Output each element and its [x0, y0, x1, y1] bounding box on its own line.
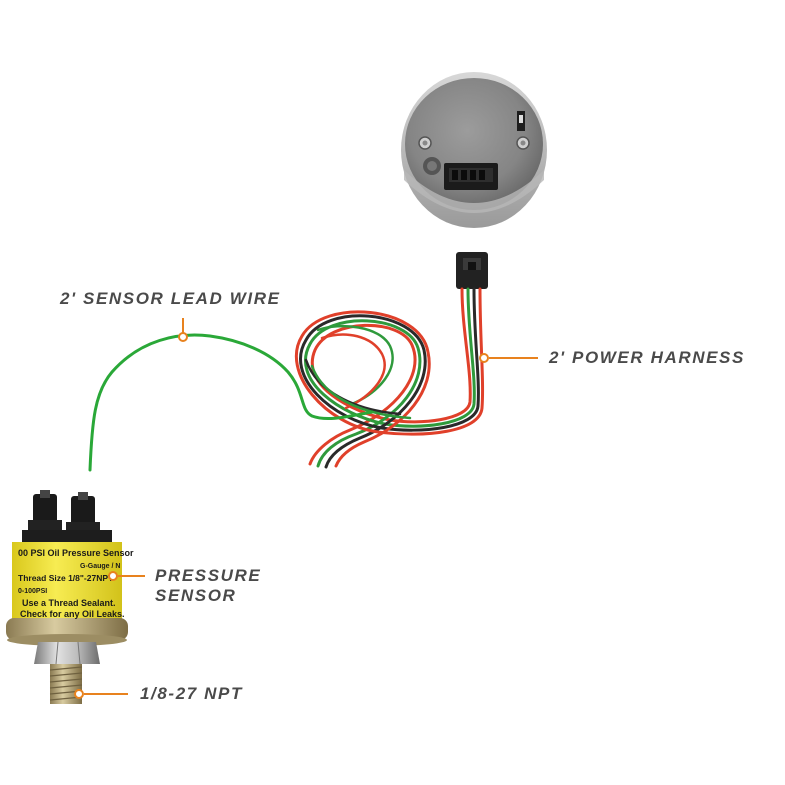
- sensor-label-line5: Use a Thread Sealant.: [22, 598, 116, 608]
- sensor-label-line6: Check for any Oil Leaks.: [20, 609, 125, 619]
- power-harness: [294, 287, 485, 469]
- gauge-back: [401, 72, 547, 228]
- callout-thread: 1/8-27 NPT: [140, 684, 243, 703]
- sensor-label-line3: Thread Size 1/8"-27NPT: [18, 573, 114, 583]
- pressure-sensor: 00 PSI Oil Pressure Sensor G-Gauge / N T…: [6, 490, 134, 704]
- sensor-label-line2: G-Gauge / N: [80, 563, 120, 570]
- sensor-label-line1: 00 PSI Oil Pressure Sensor: [18, 548, 134, 558]
- sensor-label-line4: 0-100PSI: [18, 588, 47, 595]
- callout-power-harness: 2' POWER HARNESS: [549, 348, 745, 367]
- harness-connector: [456, 252, 488, 289]
- callout-sensor-lead-wire: 2' SENSOR LEAD WIRE: [60, 289, 281, 308]
- leader-lines: [74, 318, 538, 699]
- sensor-lead-wire: [88, 333, 374, 472]
- callout-pressure-sensor: PRESSURE SENSOR: [155, 566, 262, 605]
